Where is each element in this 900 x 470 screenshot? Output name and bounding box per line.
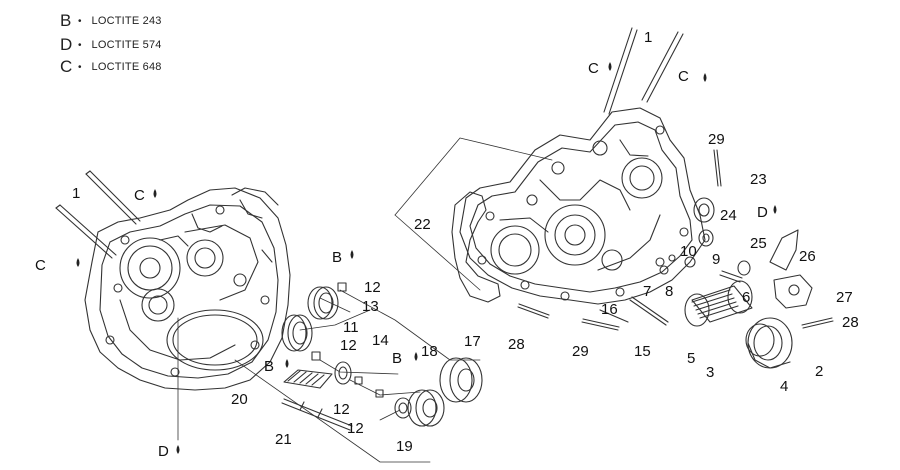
letter-b-a: B [332,249,342,266]
callout-9: 9 [712,251,720,268]
legend-label: LOCTITE 574 [91,39,162,51]
legend-label: LOCTITE 243 [91,15,162,27]
callout-1-left: 1 [72,185,80,202]
drop-icon: • [78,15,82,27]
right-crankcase-half [459,107,706,305]
callout-27: 27 [836,289,853,306]
legend-label: LOCTITE 648 [91,61,162,73]
callout-5: 5 [687,350,695,367]
callout-18: 18 [421,343,438,360]
callout-11: 11 [343,319,359,336]
loctite-letters: C C C C B B B D D [35,60,768,460]
seal-23 [693,197,715,223]
shaft-21 [281,398,353,431]
callout-10: 10 [680,243,697,260]
drop-marks [76,62,777,454]
callout-12-c: 12 [333,401,350,418]
callout-17: 17 [464,333,481,350]
callout-16: 16 [601,301,618,318]
callout-24: 24 [720,207,737,224]
left-crankcase-half [84,187,291,391]
callout-22: 22 [414,216,431,233]
oil-screen-20 [283,369,333,389]
bearing-19 [394,397,412,419]
callout-3: 3 [706,364,714,381]
bracket-26 [769,229,799,271]
bearing-14 [334,361,352,385]
small-parts-6-10 [655,254,743,283]
right-studs [603,27,684,115]
callout-15: 15 [634,343,651,360]
callout-25: 25 [750,235,767,252]
dowels-12 [311,282,384,398]
bearing-17 [439,357,483,403]
drop-icon: • [78,61,82,73]
letter-c-right-b: C [678,68,689,85]
bolt-28-right [801,317,834,329]
callout-6: 6 [742,289,750,306]
callout-19: 19 [396,438,413,455]
sensor-27 [773,274,813,309]
callout-29-bottom: 29 [572,343,589,360]
seal-24 [698,229,714,247]
left-studs [55,170,141,259]
legend-letter: B [60,11,72,30]
callout-1-right: 1 [644,29,652,46]
legend-row-c: C • LOCTITE 648 [60,56,162,78]
drop-icon: • [78,39,82,51]
leader-lines [177,137,553,463]
filter-cover-4 [747,317,793,369]
plug-25 [737,260,751,276]
callouts: 1 1 2 3 4 5 6 7 8 9 10 11 12 12 12 12 13… [72,29,859,455]
bearing-18 [407,389,445,427]
letter-d-left: D [158,443,169,460]
callout-12-a: 12 [364,279,381,296]
callout-29-top: 29 [708,131,725,148]
callout-7: 7 [643,283,651,300]
letter-c-left: C [35,257,46,274]
letter-b-b: B [264,358,274,375]
bearing-13 [307,286,339,320]
letter-d-right: D [757,204,768,221]
letter-c-right-a: C [588,60,599,77]
callout-8: 8 [665,283,673,300]
letter-b-c: B [392,350,402,367]
oil-filter-5 [684,280,753,327]
callout-23: 23 [750,171,767,188]
callout-28-right: 28 [842,314,859,331]
callout-20: 20 [231,391,248,408]
legend-letter: C [60,57,73,76]
o-ring-3 [745,323,775,357]
legend-row-b: B • LOCTITE 243 [60,10,162,32]
callout-12-d: 12 [347,420,364,437]
callout-28-left: 28 [508,336,525,353]
legend-letter: D [60,35,73,54]
bolt-29-top [713,149,722,187]
bolts-right-lower [517,296,669,331]
callout-14: 14 [372,332,389,349]
letter-c-left-top: C [134,187,145,204]
callout-26: 26 [799,248,816,265]
callout-21: 21 [275,431,292,448]
callout-4: 4 [780,378,788,395]
callout-12-b: 12 [340,337,357,354]
gasket-outline [451,191,501,303]
callout-13: 13 [362,298,379,315]
callout-2: 2 [815,363,823,380]
bearing-11 [281,314,313,352]
legend-row-d: D • LOCTITE 574 [60,34,162,56]
